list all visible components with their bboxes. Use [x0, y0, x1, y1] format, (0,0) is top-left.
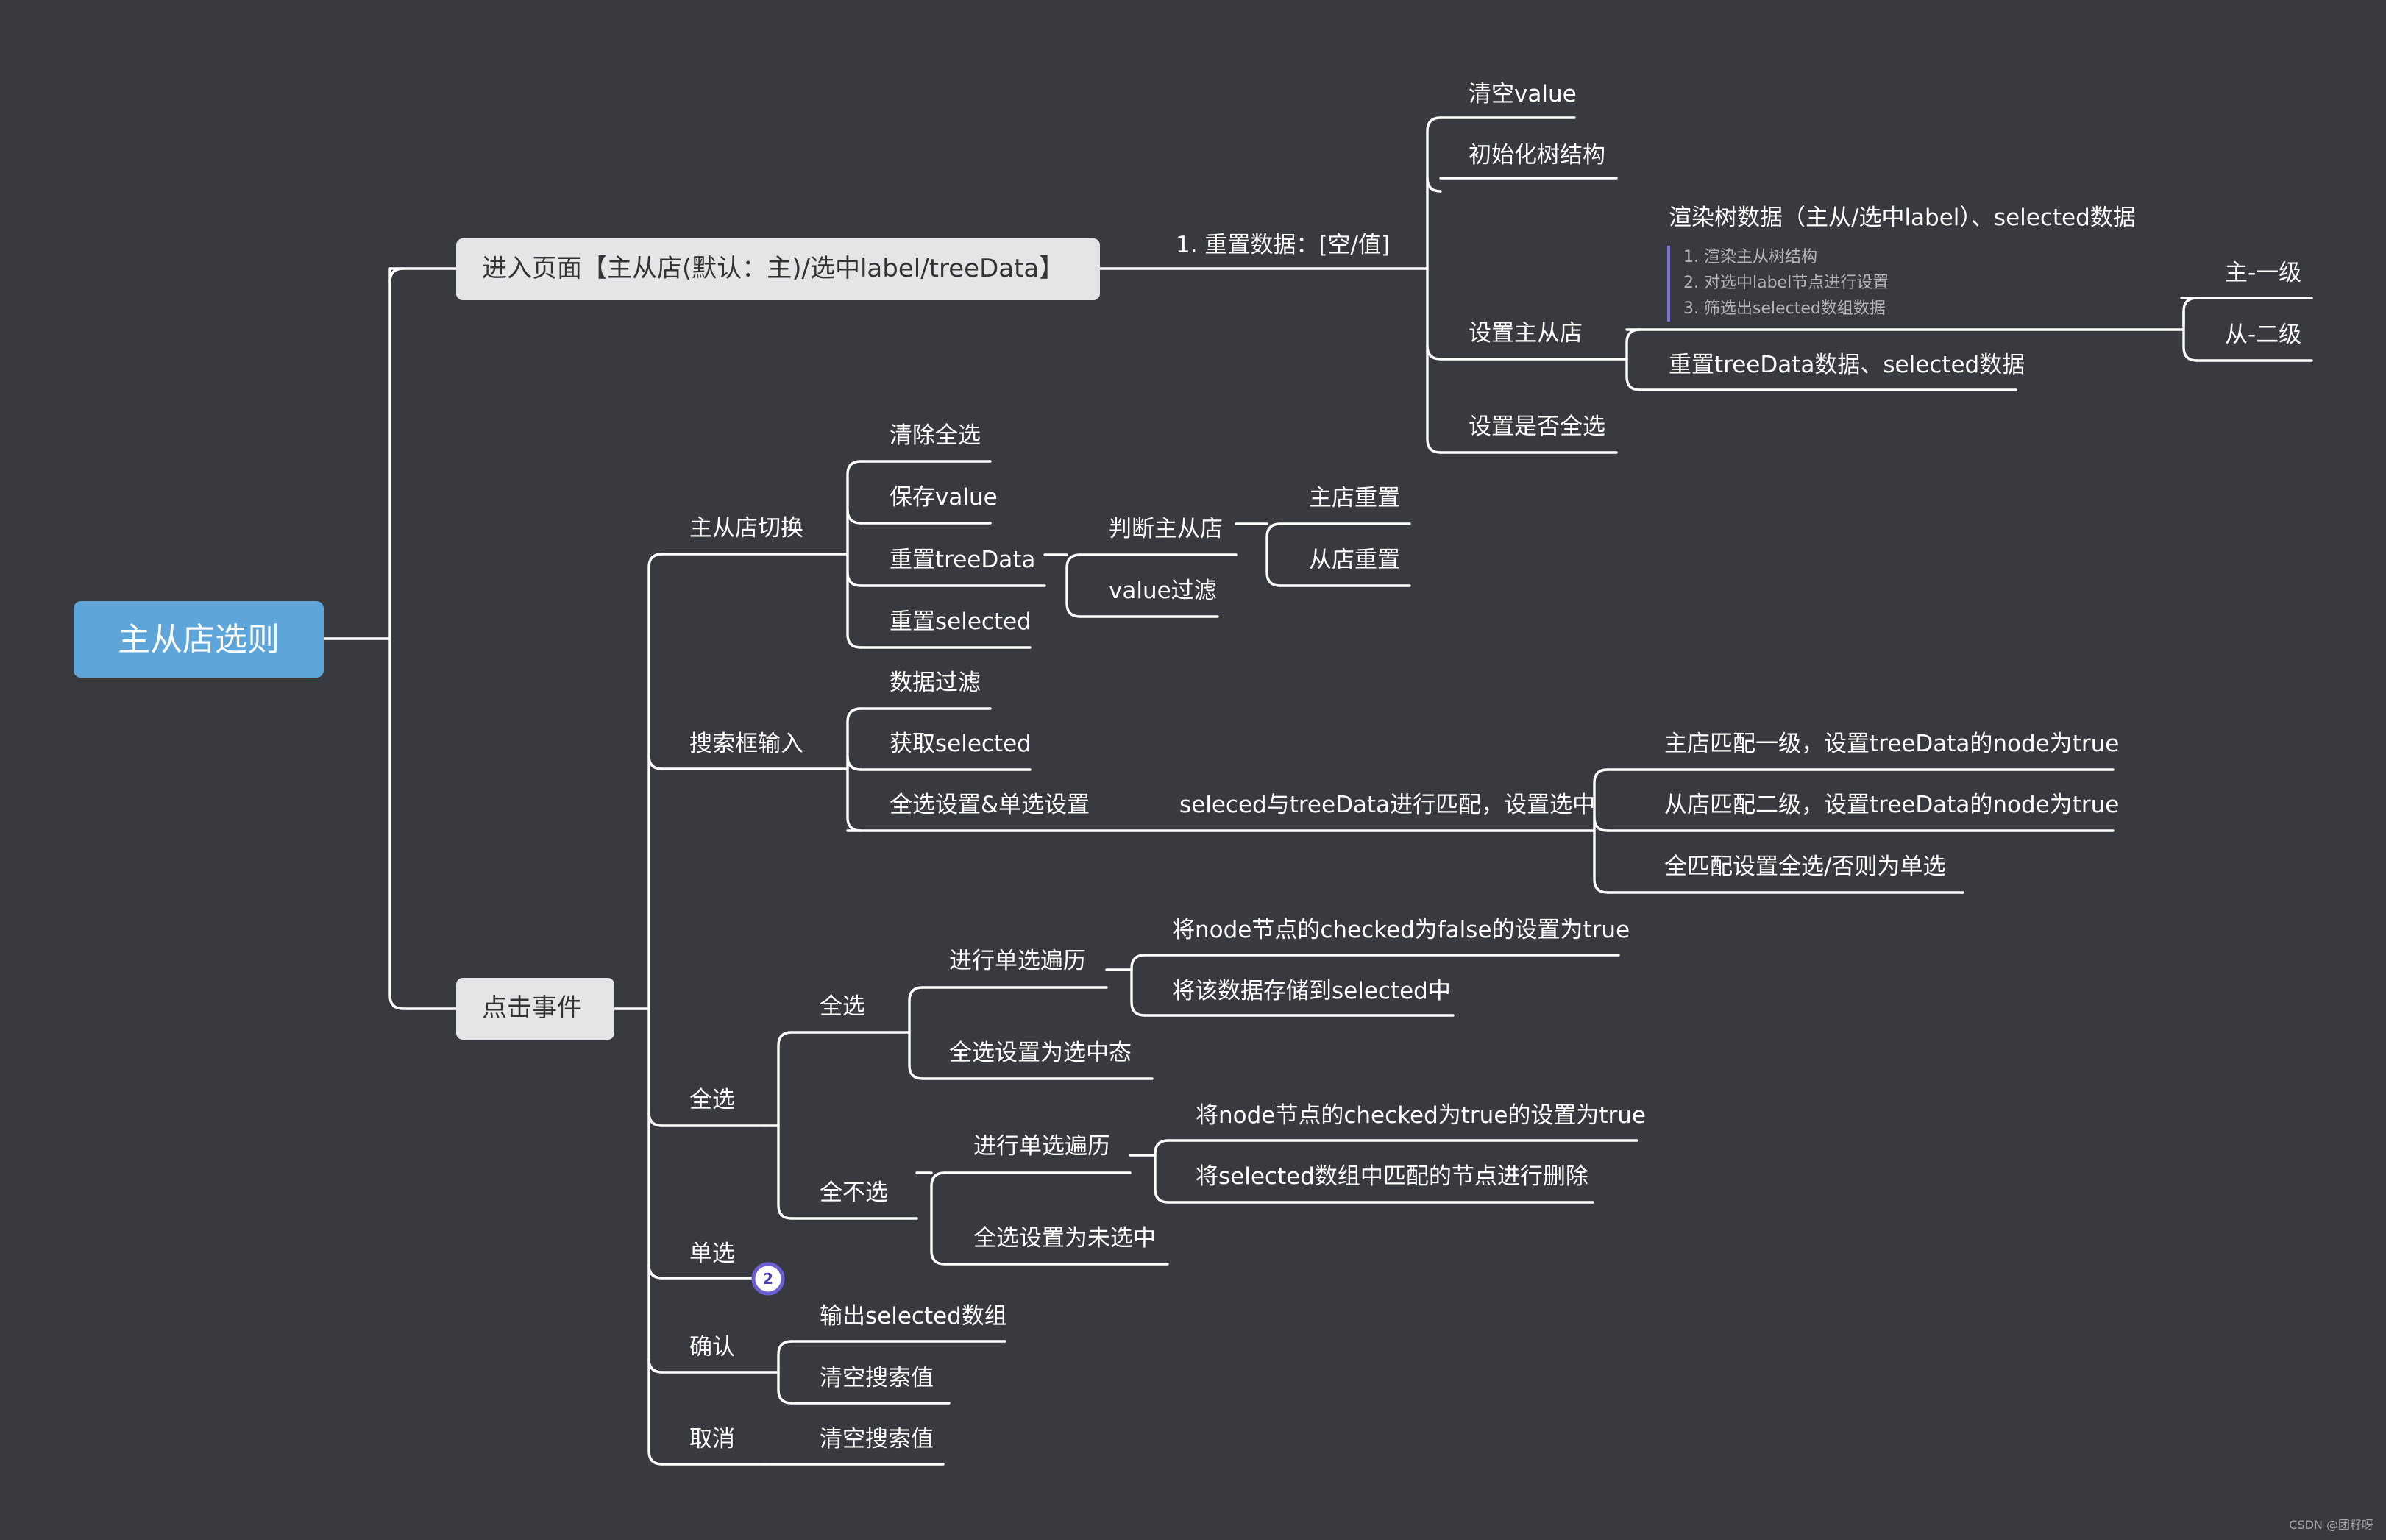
- topic-level-sub[interactable]: 从-二级: [2225, 322, 2301, 348]
- topic-level-main[interactable]: 主-一级: [2225, 260, 2301, 286]
- topic-reset-data[interactable]: 1. 重置数据：[空/值]: [1176, 232, 1390, 258]
- topic-clear-value[interactable]: 清空value: [1469, 81, 1577, 107]
- topic-get-selected[interactable]: 获取selected: [890, 731, 1032, 757]
- topic-data-filter[interactable]: 数据过滤: [890, 670, 981, 696]
- topic-all-state[interactable]: 全选设置为选中态: [949, 1040, 1132, 1066]
- topic-cancel[interactable]: 取消: [689, 1426, 735, 1452]
- topic-none[interactable]: 全不选: [820, 1179, 888, 1206]
- topic-clear-all[interactable]: 清除全选: [890, 422, 981, 449]
- watermark: CSDN @团籽呀: [2289, 1518, 2373, 1532]
- note-line: 1. 渲染主从树结构: [1683, 248, 1817, 266]
- topic-reset-tree[interactable]: 重置treeData: [890, 547, 1035, 573]
- connectors: [322, 116, 2198, 1466]
- topic-reset-selected[interactable]: 重置selected: [890, 608, 1032, 635]
- topic-all[interactable]: 全选: [820, 993, 865, 1020]
- topic-all-checked[interactable]: 将node节点的checked为false的设置为true: [1172, 917, 1630, 943]
- count-badge[interactable]: [751, 1262, 785, 1296]
- branch-click-events[interactable]: 点击事件: [482, 993, 582, 1023]
- topic-sub-reset[interactable]: 从店重置: [1309, 547, 1400, 573]
- topic-output-selected[interactable]: 输出selected数组: [820, 1303, 1007, 1330]
- branch-enter-page[interactable]: 进入页面【主从店(默认：主)/选中label/treeData】: [482, 254, 1064, 283]
- topic-match[interactable]: seleced与treeData进行匹配，设置选中: [1179, 792, 1595, 818]
- note-line: 3. 筛选出selected数组数据: [1683, 299, 1886, 318]
- count-badge-label: 2: [763, 1270, 773, 1288]
- topic-none-state[interactable]: 全选设置为未选中: [973, 1225, 1156, 1252]
- topic-value-filter[interactable]: value过滤: [1109, 578, 1217, 604]
- topic-none-delete[interactable]: 将selected数组中匹配的节点进行删除: [1196, 1163, 1588, 1190]
- topic-judge-store[interactable]: 判断主从店: [1109, 516, 1223, 542]
- topic-none-traverse[interactable]: 进行单选遍历: [973, 1133, 1110, 1160]
- topic-sub-match[interactable]: 从店匹配二级，设置treeData的node为true: [1664, 792, 2119, 818]
- topic-search-input[interactable]: 搜索框输入: [689, 731, 803, 757]
- topic-main-reset[interactable]: 主店重置: [1309, 485, 1400, 511]
- topic-render-tree[interactable]: 渲染树数据（主从/选中label）、selected数据: [1669, 205, 2136, 231]
- topic-underlines: [661, 116, 2313, 1466]
- root-node[interactable]: 主从店选则: [118, 621, 280, 659]
- branch-enter-page-box[interactable]: [456, 238, 1100, 300]
- topic-save-value[interactable]: 保存value: [890, 484, 998, 511]
- topic-none-checked[interactable]: 将node节点的checked为true的设置为true: [1196, 1102, 1646, 1129]
- topic-set-all-single[interactable]: 全选设置&单选设置: [890, 792, 1090, 818]
- topic-init-tree[interactable]: 初始化树结构: [1469, 142, 1605, 168]
- topic-reset-tree-selected[interactable]: 重置treeData数据、selected数据: [1669, 352, 2025, 378]
- topic-store-switch[interactable]: 主从店切换: [689, 515, 803, 542]
- topic-confirm-clear[interactable]: 清空搜索值: [820, 1365, 934, 1391]
- topic-all-match[interactable]: 全匹配设置全选/否则为单选: [1664, 854, 1945, 880]
- topic-set-store[interactable]: 设置主从店: [1469, 320, 1583, 347]
- root-node-box[interactable]: [74, 601, 324, 678]
- topic-single[interactable]: 单选: [689, 1241, 735, 1267]
- topic-all-traverse[interactable]: 进行单选遍历: [949, 948, 1086, 974]
- topic-set-select-all[interactable]: 设置是否全选: [1469, 414, 1605, 440]
- topic-select-all[interactable]: 全选: [689, 1087, 735, 1113]
- topic-all-store[interactable]: 将该数据存储到selected中: [1172, 978, 1451, 1004]
- note-line: 2. 对选中label节点进行设置: [1683, 274, 1889, 292]
- topic-cancel-clear[interactable]: 清空搜索值: [820, 1426, 934, 1452]
- topic-confirm[interactable]: 确认: [689, 1334, 735, 1360]
- topic-main-match[interactable]: 主店匹配一级，设置treeData的node为true: [1664, 731, 2119, 757]
- branch-click-events-box[interactable]: [456, 978, 614, 1040]
